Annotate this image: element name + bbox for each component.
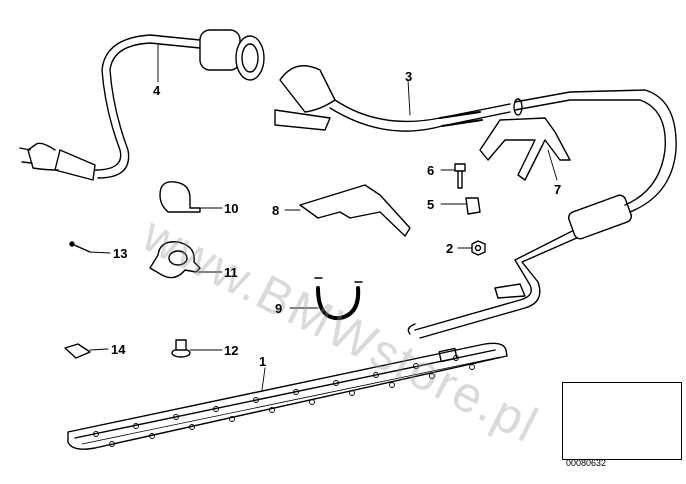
screw-13	[69, 241, 91, 253]
callout-12: 12	[224, 343, 239, 358]
car-position-thumbnail-frame	[562, 382, 682, 460]
callout-5: 5	[427, 197, 435, 212]
callout-14: 14	[111, 342, 126, 357]
callout-6: 6	[427, 163, 435, 178]
callout-7: 7	[554, 182, 562, 197]
callout-1: 1	[259, 354, 267, 369]
screw-6	[454, 163, 466, 189]
bracket-8	[299, 184, 411, 237]
screw-12	[171, 339, 191, 358]
heater-pipe	[407, 89, 677, 339]
callout-11: 11	[224, 265, 238, 280]
callout-9: 9	[275, 301, 283, 316]
clip-10	[159, 181, 201, 213]
callout-3: 3	[405, 69, 413, 84]
callout-10: 10	[224, 201, 239, 216]
strap-9	[314, 277, 363, 321]
grommet-5	[465, 197, 481, 215]
callout-8: 8	[272, 203, 280, 218]
callout-13: 13	[113, 246, 128, 261]
power-cable	[19, 29, 265, 181]
clip-nut-14	[64, 343, 91, 359]
connector-cable	[274, 65, 511, 132]
nut-2	[471, 240, 486, 256]
heating-plate	[67, 342, 508, 450]
clip-11	[149, 241, 201, 279]
diagram-code: 00080632	[566, 458, 607, 468]
callout-4: 4	[153, 83, 161, 98]
callout-2: 2	[446, 241, 454, 256]
bracket-7	[479, 117, 571, 181]
